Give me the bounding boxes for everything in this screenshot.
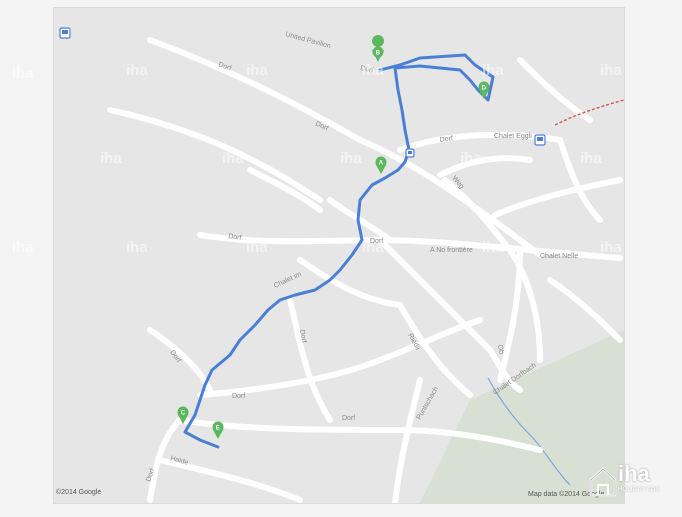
road-label: Dorf <box>298 329 307 343</box>
road-label: Dorf <box>314 120 329 132</box>
road-label: Dorf <box>439 135 453 144</box>
svg-text:iha: iha <box>126 62 148 79</box>
svg-text:A: A <box>379 161 384 167</box>
road-label: Dorf <box>342 415 355 422</box>
map-marker-a[interactable]: A <box>375 156 387 175</box>
road-label: Chalet im <box>273 271 303 290</box>
svg-text:iha: iha <box>12 239 34 256</box>
road-label: Ob <box>496 344 505 355</box>
map-marker-e[interactable]: E <box>212 421 224 440</box>
svg-text:E: E <box>216 426 220 432</box>
logo-name: iha <box>618 461 650 486</box>
svg-text:iha: iha <box>482 239 504 256</box>
road-label: Dorf <box>217 61 232 72</box>
bus-stop-icon[interactable] <box>59 27 71 39</box>
svg-text:iha: iha <box>482 62 504 79</box>
svg-text:iha: iha <box>246 239 268 256</box>
svg-text:iha: iha <box>126 239 148 256</box>
map-marker-d[interactable]: D <box>478 81 490 100</box>
bus-stop-icon[interactable] <box>405 148 415 158</box>
svg-text:iha: iha <box>580 150 602 167</box>
svg-text:B: B <box>376 51 381 57</box>
svg-text:iha: iha <box>362 239 384 256</box>
park-area <box>420 330 624 503</box>
svg-text:iha: iha <box>460 150 482 167</box>
road-label: Chalet Nelle <box>540 253 578 260</box>
map-data-credit: Map data ©2014 Google <box>528 491 605 498</box>
road-label: Halde <box>169 455 189 467</box>
road-label: A No frontière <box>430 247 473 254</box>
svg-text:iha: iha <box>362 62 384 79</box>
road-label: United Pavilion <box>284 31 331 50</box>
road-label: Dorf <box>145 468 156 483</box>
house-icon <box>589 467 617 497</box>
watermark: iha iha iha iha iha iha iha iha iha iha … <box>12 62 622 256</box>
svg-text:iha: iha <box>600 62 622 79</box>
bus-stop-icon[interactable] <box>534 134 546 146</box>
svg-text:iha: iha <box>100 150 122 167</box>
road-label: Chalet Eggli <box>494 133 532 140</box>
svg-text:D: D <box>482 86 487 92</box>
railway <box>554 99 624 126</box>
svg-text:iha: iha <box>340 150 362 167</box>
svg-text:C: C <box>181 411 186 417</box>
road-label: Dorf <box>232 393 245 400</box>
map-marker-b[interactable]: B <box>372 35 385 62</box>
svg-text:iha: iha <box>600 239 622 256</box>
svg-text:iha: iha <box>246 62 268 79</box>
map-copyright: ©2014 Google <box>56 489 102 496</box>
map-marker-c[interactable]: C <box>177 406 189 425</box>
roads <box>107 37 623 503</box>
stream <box>487 377 571 486</box>
svg-text:iha: iha <box>222 150 244 167</box>
iha-logo: iha HOLIDAY ADS <box>588 461 680 503</box>
road-label: Dorf <box>370 238 383 245</box>
road-label: Dorf <box>228 233 242 242</box>
svg-text:iha: iha <box>12 65 34 82</box>
road-label: Dorf <box>360 65 374 74</box>
logo-tagline: HOLIDAY ADS <box>618 487 660 493</box>
